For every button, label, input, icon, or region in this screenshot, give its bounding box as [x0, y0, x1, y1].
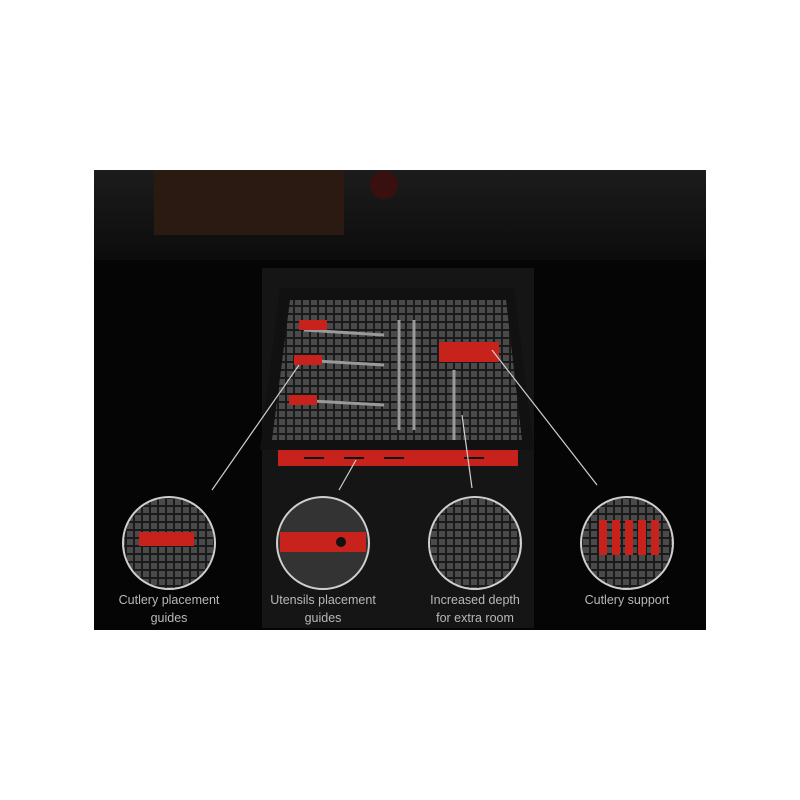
- label-line: Cutlery placement: [118, 593, 220, 607]
- tray-grid: [272, 300, 522, 440]
- label-line: guides: [304, 611, 342, 625]
- callout-circle-depth: [428, 496, 522, 590]
- dishwasher-illustration: [94, 170, 706, 628]
- callout-lines: [211, 349, 598, 491]
- cutlery: [293, 320, 456, 440]
- product-photo: Cutlery placement guides Utensils placem…: [94, 170, 706, 630]
- cutting-board: [154, 170, 344, 235]
- zoom-red-guide: [139, 532, 194, 546]
- label-line: Increased depth: [430, 593, 520, 607]
- label-line: guides: [150, 611, 188, 625]
- label-line: Utensils placement: [270, 593, 376, 607]
- label-line: for extra room: [436, 611, 514, 625]
- zoom-red-bar: [280, 532, 366, 552]
- onion: [370, 171, 398, 199]
- label-line: Cutlery support: [584, 593, 670, 607]
- callout-label-cutlery-support: Cutlery support: [552, 591, 702, 609]
- callout-label-cutlery-placement-guides: Cutlery placement guides: [94, 591, 244, 627]
- callout-label-utensils-placement-guides: Utensils placement guides: [248, 591, 398, 627]
- callout-label-increased-depth: Increased depth for extra room: [400, 591, 550, 627]
- zoom-red-supports: [599, 520, 659, 555]
